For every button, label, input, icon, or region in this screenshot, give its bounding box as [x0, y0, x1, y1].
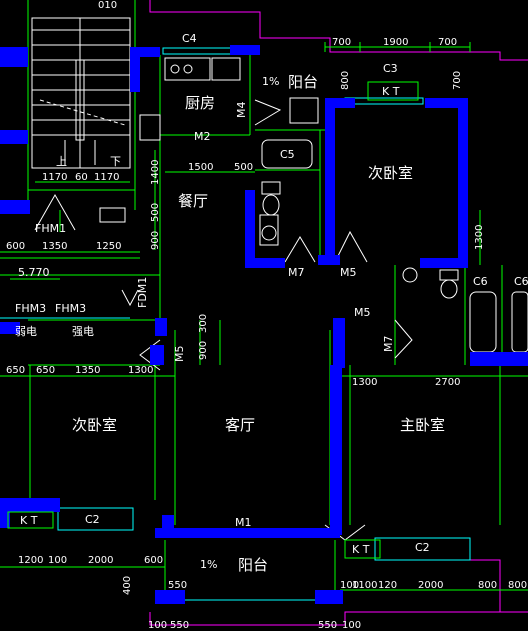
dim-l-1350: 1350 [42, 241, 67, 252]
label-fhm1: FHM1 [35, 222, 66, 235]
dim-stair-60: 60 [75, 172, 88, 183]
dim-v-800: 800 [340, 71, 351, 90]
slope-lower: 1% [200, 558, 217, 571]
label-m4: M4 [235, 102, 248, 119]
label-stair-down: 下 [110, 155, 121, 168]
ac-units [7, 81, 419, 559]
dim-b-2000b: 2000 [418, 580, 443, 591]
slope-upper: 1% [262, 75, 279, 88]
dim-m-650a: 650 [6, 365, 25, 376]
dim-m-650b: 650 [36, 365, 55, 376]
dim-b-800a: 800 [478, 580, 497, 591]
label-stair-up: 上 [56, 155, 67, 168]
dim-b-100a: 100 [48, 555, 67, 566]
label-fdm1: FDM1 [136, 277, 149, 308]
stair [31, 17, 131, 169]
dim-v-1300: 1300 [474, 225, 485, 250]
room-master-bedroom: 主卧室 [400, 416, 445, 434]
label-m2: M2 [194, 130, 211, 143]
label-c3: C3 [383, 62, 398, 75]
dim-l-600: 600 [6, 241, 25, 252]
label-c2-left: C2 [85, 513, 100, 526]
room-second-bedroom-left: 次卧室 [72, 416, 117, 434]
label-elevation: 5.770 [18, 266, 50, 279]
dim-stair-1170b: 1170 [94, 172, 119, 183]
label-m7-b: M7 [382, 336, 395, 353]
room-weak-current: 弱电 [15, 325, 37, 338]
label-kt-right: K T [352, 543, 370, 556]
fixtures [139, 57, 528, 353]
dim-m-1350: 1350 [75, 365, 100, 376]
dim-b-800b: 800 [508, 580, 527, 591]
label-m7-a: M7 [288, 266, 305, 279]
room-kitchen: 厨房 [185, 94, 215, 112]
dim-m-1300a: 1300 [128, 365, 153, 376]
dim-bot-100a: 100 [148, 620, 167, 631]
dim-b-100b: 100 [340, 580, 359, 591]
label-m5-a: M5 [340, 266, 357, 279]
dim-v-700: 700 [452, 71, 463, 90]
label-c6b: C6 [514, 275, 528, 288]
label-kt-upper: K T [382, 85, 400, 98]
label-m1: M1 [235, 516, 252, 529]
dim-top-700a: 700 [332, 37, 351, 48]
dim-v-900a: 900 [150, 231, 161, 250]
room-dining: 餐厅 [178, 192, 208, 210]
dim-l-1250: 1250 [96, 241, 121, 252]
dim-m-2700: 2700 [435, 377, 460, 388]
dim-v-300: 300 [198, 314, 209, 333]
walls [0, 45, 528, 604]
dim-b-2000a: 2000 [88, 555, 113, 566]
dim-top-700b: 700 [438, 37, 457, 48]
dim-bot-550b: 550 [318, 620, 337, 631]
dim-v-900b: 900 [198, 341, 209, 360]
dim-m-1300b: 1300 [352, 377, 377, 388]
room-living: 客厅 [225, 416, 255, 434]
dim-stair-1170a: 1170 [42, 172, 67, 183]
dim-b-550a: 550 [168, 580, 187, 591]
dim-bot-100b: 100 [342, 620, 361, 631]
room-strong-current: 强电 [72, 325, 94, 338]
dim-b-1100: 1100 [352, 580, 377, 591]
label-fhm3-a: FHM3 [15, 302, 46, 315]
dim-top-1900: 1900 [383, 37, 408, 48]
dimension-lines [0, 42, 528, 591]
label-m5-b: M5 [354, 306, 371, 319]
dim-bot-550a: 550 [170, 620, 189, 631]
room-balcony-lower: 阳台 [238, 556, 268, 574]
dim-b-1200: 1200 [18, 555, 43, 566]
dim-v-500a: 500 [150, 203, 161, 222]
label-c6a: C6 [473, 275, 488, 288]
label-c2-right: C2 [415, 541, 430, 554]
dim-b-120: 120 [378, 580, 397, 591]
dim-h-1500: 1500 [188, 162, 213, 173]
dim-v-1400: 1400 [150, 160, 161, 185]
room-second-bedroom-upper: 次卧室 [368, 164, 413, 182]
label-m5-c: M5 [173, 346, 186, 363]
dim-h-500: 500 [234, 162, 253, 173]
dim-v-400: 400 [122, 576, 133, 595]
label-fhm3-b: FHM3 [55, 302, 86, 315]
dim-top-cut: 010 [98, 0, 117, 11]
label-c4: C4 [182, 32, 197, 45]
room-balcony-upper: 阳台 [288, 73, 318, 91]
label-kt-left: K T [20, 514, 38, 527]
label-c5: C5 [280, 148, 295, 161]
dim-b-600: 600 [144, 555, 163, 566]
